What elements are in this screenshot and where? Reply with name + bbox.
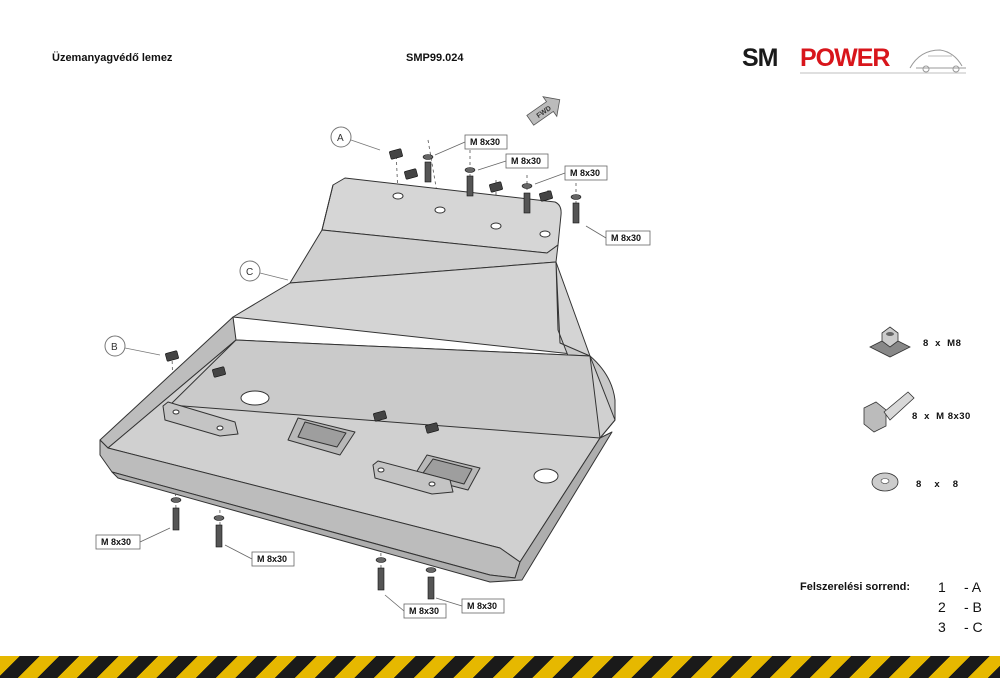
callout-a-letter: A [337, 133, 344, 144]
svg-text:M 8x30: M 8x30 [570, 168, 600, 178]
bolt-icon [422, 154, 434, 183]
callout-label: M 8x30 [585, 225, 651, 246]
callout-label: M 8x30 [435, 597, 505, 614]
callout-c-letter: C [246, 267, 253, 278]
brand-logo: SM POWER [740, 40, 970, 80]
callout-b: B [104, 335, 161, 357]
plate-hole-left [240, 390, 270, 406]
installation-order-label: Felszerelési sorrend: [800, 581, 911, 593]
document-title: Üzemanyagvédő lemez [52, 52, 173, 64]
plate-hole-right [533, 468, 559, 484]
callout-label: M 8x30 [224, 544, 295, 567]
callout-label: M 8x30 [434, 134, 508, 156]
bolt-icon [375, 557, 387, 591]
svg-text:M 8x30: M 8x30 [611, 233, 641, 243]
bolt-callouts: M 8x30 M 8x30 M 8x30 M 8x30 M 8x30 M 8x3… [95, 134, 651, 619]
brand-sm: SM [742, 44, 778, 72]
skid-plate [99, 177, 616, 583]
callout-b-letter: B [111, 342, 118, 353]
pocket-right-inner [422, 458, 473, 485]
hazard-stripe [0, 656, 1000, 678]
svg-text:M 8x30: M 8x30 [257, 554, 287, 564]
bolt-icon [170, 497, 182, 531]
bolts [170, 154, 582, 600]
bolt-icon [570, 194, 582, 224]
cage-nuts [165, 148, 553, 434]
bolt-icon [425, 567, 437, 600]
legend-row-washer: 8 x 8 [916, 479, 959, 490]
callout-label: M 8x30 [384, 594, 447, 619]
callout-label: M 8x30 [534, 165, 608, 185]
bolt-icon [464, 167, 476, 197]
svg-text:M 8x30: M 8x30 [467, 601, 497, 611]
svg-text:M 8x30: M 8x30 [470, 137, 500, 147]
bolt-icon [863, 391, 915, 433]
pocket-left-inner [297, 421, 347, 448]
order-row-2: 2- B [938, 599, 982, 615]
bolt-icon [213, 515, 225, 548]
car-icon [800, 49, 966, 74]
svg-text:M 8x30: M 8x30 [101, 537, 131, 547]
legend-row-cage-nut: 8 x M8 [923, 338, 962, 349]
order-row-3: 3- C [938, 619, 983, 635]
svg-text:M 8x30: M 8x30 [409, 606, 439, 616]
callout-a: A [330, 126, 381, 151]
bolt-icon [521, 183, 533, 214]
callout-label: M 8x30 [477, 153, 549, 171]
svg-text:M 8x30: M 8x30 [511, 156, 541, 166]
callout-label: M 8x30 [95, 527, 171, 550]
order-row-1: 1- A [938, 579, 982, 595]
callout-c: C [239, 260, 289, 282]
forward-arrow-icon: FWD [526, 96, 561, 126]
part-code: SMP99.024 [406, 52, 464, 64]
plate-front-bottom [111, 431, 613, 583]
brand-power: POWER [800, 44, 890, 72]
cage-nut-icon [869, 326, 911, 358]
washer-icon [871, 472, 899, 492]
legend-row-bolt: 8 x M 8x30 [912, 411, 971, 422]
